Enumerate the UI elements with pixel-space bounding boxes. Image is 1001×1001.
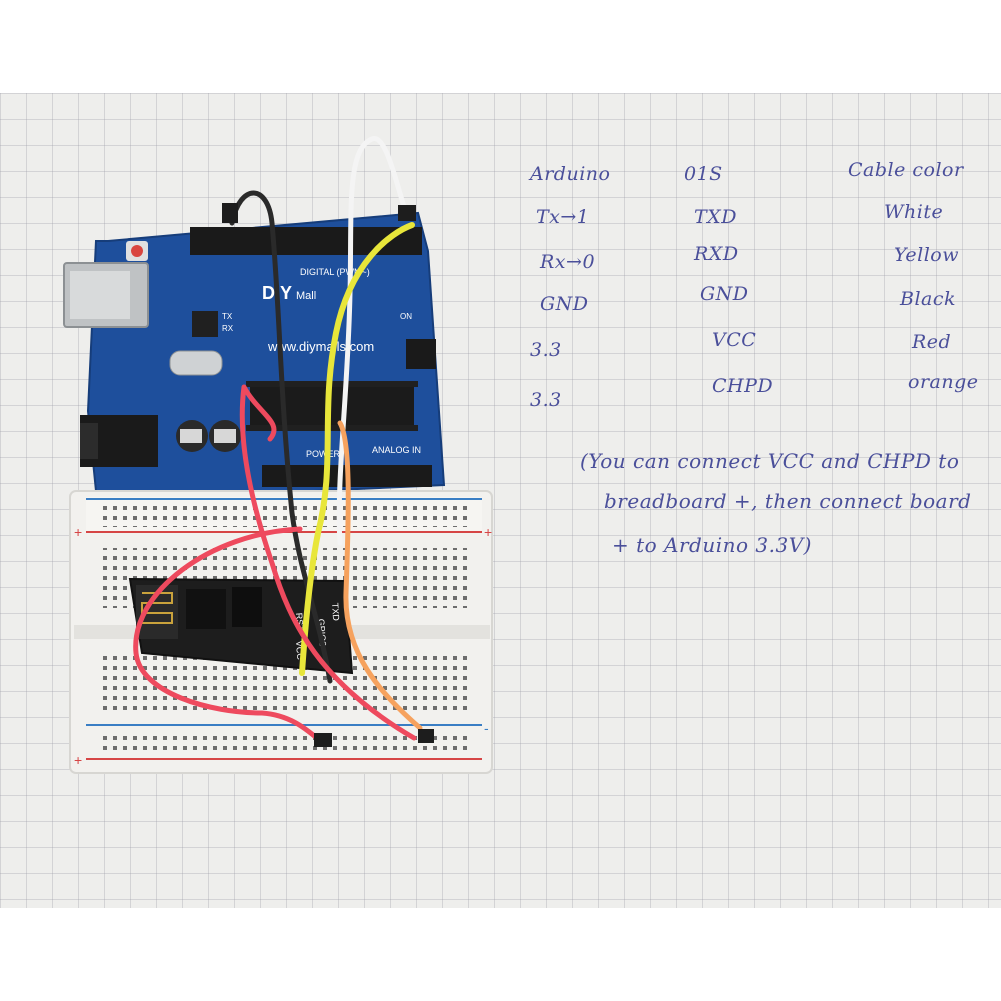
hardware-illustration: DIY Mall www.diymalls.com DIGITAL (PWM~)… xyxy=(63,136,493,774)
wire-connector-4 xyxy=(222,203,238,223)
row3-module: GND xyxy=(700,283,749,305)
header-cable-color: Cable color xyxy=(848,159,964,181)
usb-chip xyxy=(192,311,218,337)
rail-plus-bottom: + xyxy=(74,752,82,768)
rail-plus-top-right: + xyxy=(484,524,492,540)
wires xyxy=(133,136,434,747)
row1-arduino: Tx→1 xyxy=(536,206,590,228)
red-wire-1 xyxy=(239,384,417,741)
digital-label: DIGITAL (PWM~) xyxy=(300,267,370,277)
board-brand-suffix: Mall xyxy=(296,290,316,302)
row4-color: Red xyxy=(912,331,952,353)
row1-color: White xyxy=(884,201,944,223)
pin-rst: RST xyxy=(294,612,305,631)
red-wire-2 xyxy=(133,526,321,742)
analog-label: ANALOG IN xyxy=(372,445,421,455)
on-label: ON xyxy=(400,312,412,321)
esp-chip xyxy=(186,589,226,629)
photo: Arduino 01S Cable color Tx→1 TXD White R… xyxy=(0,93,1001,908)
wire-connector-3 xyxy=(398,205,416,221)
icsp-header xyxy=(406,339,436,369)
row5-module: CHPD xyxy=(712,375,774,397)
row3-color: Black xyxy=(900,288,957,310)
row2-module: RXD xyxy=(694,243,739,265)
yellow-wire xyxy=(299,222,415,676)
arduino-board: DIY Mall www.diymalls.com DIGITAL (PWM~)… xyxy=(63,211,446,495)
note-line-2: breadboard +, then connect board xyxy=(604,489,972,513)
row3-arduino: GND xyxy=(540,293,589,315)
row2-arduino: Rx→0 xyxy=(540,251,596,273)
tx-label: TX xyxy=(222,312,233,321)
wire-connector-1 xyxy=(314,733,332,747)
rx-label: RX xyxy=(222,324,234,333)
pin-txd: TXD xyxy=(330,602,341,621)
rail-plus-top: + xyxy=(74,524,82,540)
crystal xyxy=(169,350,223,376)
wire-connector-2 xyxy=(418,729,434,743)
pin-vcc: VCC xyxy=(294,640,305,660)
row4-arduino: 3.3 xyxy=(530,339,562,361)
atmega-chip xyxy=(250,385,414,427)
note-line-1: (You can connect VCC and CHPD to xyxy=(580,449,960,473)
board-url: www.diymalls.com xyxy=(267,339,374,354)
orange-wire xyxy=(337,420,423,731)
row5-color: orange xyxy=(908,371,979,393)
white-wire xyxy=(336,136,409,546)
header-arduino: Arduino xyxy=(530,163,611,185)
header-module: 01S xyxy=(684,163,723,185)
power-label: POWER xyxy=(306,449,341,459)
note-line-3: + to Arduino 3.3V) xyxy=(612,533,812,557)
row1-module: TXD xyxy=(694,206,737,228)
row5-arduino: 3.3 xyxy=(530,389,562,411)
rail-minus-bottom-right: - xyxy=(484,720,489,736)
row4-module: VCC xyxy=(712,329,757,351)
module-header xyxy=(232,587,262,627)
row2-color: Yellow xyxy=(894,244,959,266)
